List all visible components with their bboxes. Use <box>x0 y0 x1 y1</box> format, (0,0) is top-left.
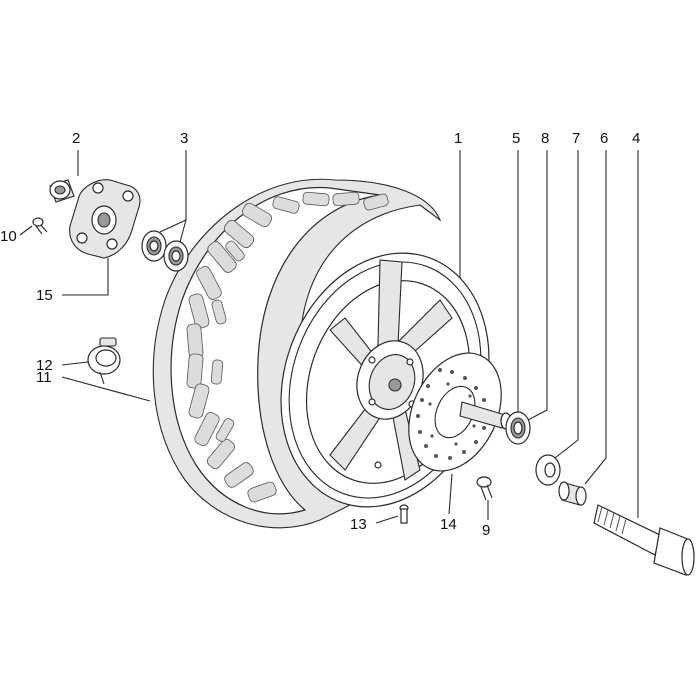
hub-carrier <box>69 179 141 259</box>
callout-6: 6 <box>600 130 608 147</box>
callout-labels: 1 2 3 4 5 6 7 8 9 10 11 12 13 14 15 <box>0 130 640 539</box>
callout-15: 15 <box>36 287 53 304</box>
brake-disc <box>408 352 502 472</box>
callout-5: 5 <box>512 130 520 147</box>
callout-1: 1 <box>454 130 462 147</box>
spacer-washer <box>535 454 561 486</box>
collar-nut <box>49 179 75 203</box>
hub-screw <box>32 217 48 235</box>
right-bearing <box>505 411 531 445</box>
wheel-axle-bolt <box>593 504 695 576</box>
callout-12: 12 <box>36 357 53 374</box>
leader-lines <box>19 150 639 524</box>
tire-valve <box>399 504 409 524</box>
callout-11: 11 <box>36 369 52 386</box>
callout-4: 4 <box>632 130 640 147</box>
tire-tread <box>186 191 389 503</box>
callout-2: 2 <box>72 130 80 147</box>
callout-14: 14 <box>440 516 457 533</box>
callout-8: 8 <box>541 130 549 147</box>
callout-3: 3 <box>180 130 188 147</box>
drive-ring <box>87 337 121 385</box>
left-bearings <box>141 230 189 272</box>
axle-bushing <box>558 481 587 506</box>
callout-13: 13 <box>350 516 367 533</box>
disc-screw <box>476 476 493 501</box>
callout-9: 9 <box>482 522 490 539</box>
callout-10: 10 <box>0 228 17 245</box>
callout-7: 7 <box>572 130 580 147</box>
